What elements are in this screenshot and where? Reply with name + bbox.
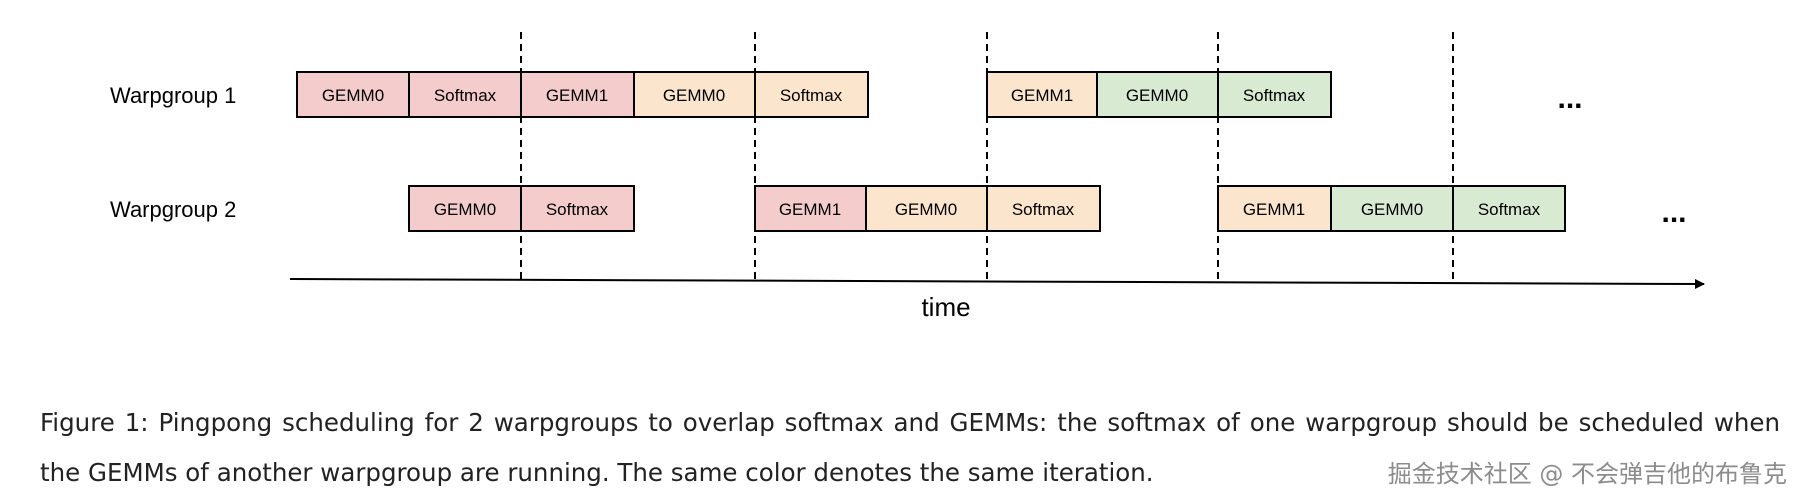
ellipsis-warpgroup-1: ... [1557, 82, 1582, 115]
block-wg1-softmax-iter2 [754, 71, 869, 118]
block-label: Softmax [434, 86, 497, 105]
figure-caption: Figure 1: Pingpong scheduling for 2 warp… [40, 408, 1780, 487]
block-wg1-softmax-iter3 [1217, 71, 1332, 118]
row-label-warpgroup-1: Warpgroup 1 [110, 83, 236, 108]
block-wg2-softmax-iter2 [986, 185, 1101, 232]
ellipsis-warpgroup-2: ... [1661, 196, 1686, 229]
block-label: Softmax [1243, 86, 1306, 105]
block-label: GEMM0 [322, 86, 384, 105]
block-label: GEMM1 [1011, 86, 1073, 105]
block-label: GEMM1 [1243, 200, 1305, 219]
row-warpgroup-2-labels: GEMM0 Softmax GEMM1 GEMM0 Softmax GEMM1 … [434, 200, 1541, 219]
block-wg2-softmax-iter1 [520, 185, 635, 232]
block-label: Softmax [546, 200, 609, 219]
block-label: GEMM0 [1126, 86, 1188, 105]
block-wg1-gemm1-iter1 [520, 71, 635, 118]
block-wg2-gemm0-iter1 [408, 185, 522, 232]
block-wg1-gemm0-iter3 [1096, 71, 1219, 118]
block-label: GEMM1 [546, 86, 608, 105]
block-label: GEMM0 [663, 86, 725, 105]
block-label: GEMM0 [434, 200, 496, 219]
row-warpgroup-1-labels: GEMM0 Softmax GEMM1 GEMM0 Softmax GEMM1 … [322, 86, 1306, 105]
block-wg2-gemm1-iter1 [754, 185, 867, 232]
block-label: GEMM0 [895, 200, 957, 219]
row-label-warpgroup-2: Warpgroup 2 [110, 197, 236, 222]
block-wg2-gemm0-iter3 [1330, 185, 1454, 232]
time-axis-label: time [921, 292, 970, 322]
block-label: GEMM1 [779, 200, 841, 219]
time-axis-arrow [289, 278, 1705, 289]
row-warpgroup-2 [408, 185, 1566, 232]
block-label: Softmax [1478, 200, 1541, 219]
pingpong-schedule-diagram: Warpgroup 1 Warpgroup 2 GEMM0 Softmax GE… [110, 32, 1705, 322]
block-label: Softmax [780, 86, 843, 105]
block-label: GEMM0 [1361, 200, 1423, 219]
row-warpgroup-1 [296, 71, 1332, 118]
block-label: Softmax [1012, 200, 1075, 219]
boundary-lines [520, 32, 1454, 280]
block-wg2-softmax-iter3 [1452, 185, 1566, 232]
watermark: 掘金技术社区 @ 不会弹吉他的布鲁克 [1387, 460, 1787, 488]
